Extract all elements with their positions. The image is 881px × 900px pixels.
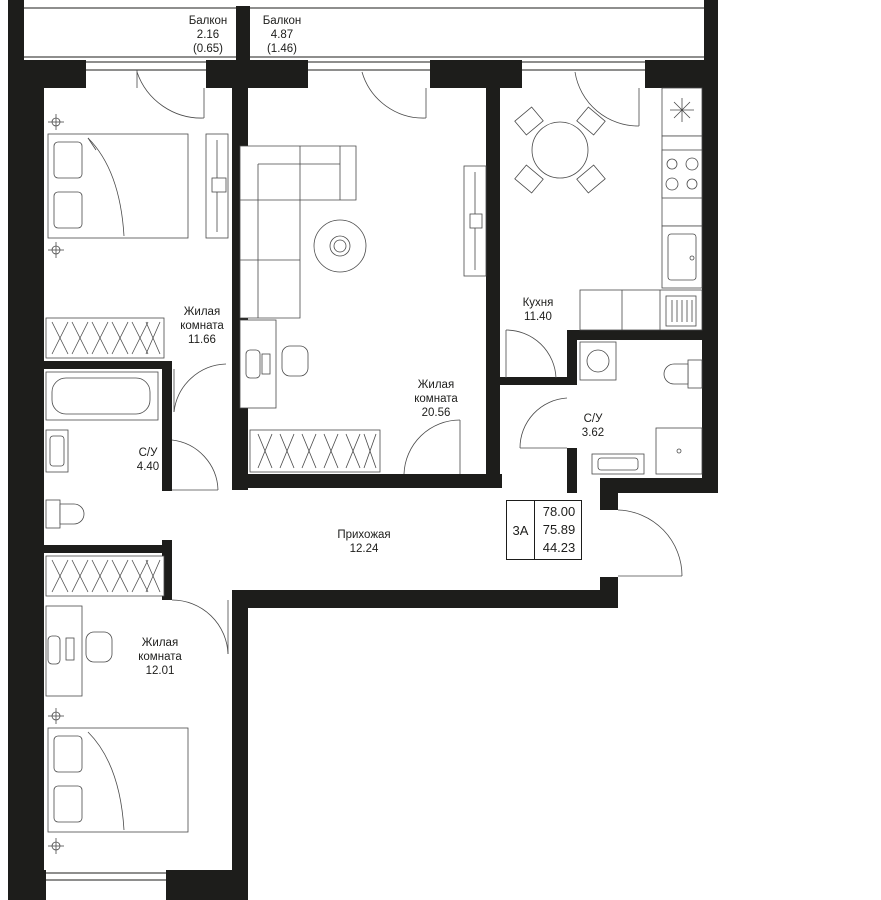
- room-label-hallway: Прихожая 12.24: [337, 529, 391, 555]
- bathtub-icon: [45, 371, 159, 421]
- shower-icon: [655, 427, 703, 475]
- room-label-balcony-right: Балкон 4.87 (1.46): [262, 15, 302, 55]
- toilet-icon: [663, 359, 703, 389]
- windows: [46, 61, 645, 881]
- counter-icon: [579, 289, 703, 331]
- area-with-coef: 75.89: [542, 522, 576, 537]
- room-label-bathroom-right: С/У 3.62: [581, 413, 605, 439]
- wardrobe-icon: [45, 317, 165, 359]
- toilet-icon: [45, 499, 85, 529]
- room-label-bedroom-bottom: Жилая комната 12.01: [138, 637, 182, 677]
- room-label-living-room: Жилая комната 20.56: [414, 379, 458, 419]
- chair-icon: [245, 345, 309, 379]
- apartment-areas: 78.00 75.89 44.23: [537, 503, 581, 557]
- sofa-icon: [239, 145, 357, 319]
- bed-icon: [47, 727, 189, 833]
- table-icon: [45, 605, 83, 697]
- living-area: 44.23: [542, 540, 576, 555]
- crosshair-icon: [48, 708, 64, 854]
- room-label-kitchen: Кухня 11.40: [522, 297, 554, 323]
- room-label-bedroom-top: Жилая комната 11.66: [180, 306, 224, 346]
- door-swing-icon: [136, 70, 683, 655]
- sink-icon: [591, 453, 645, 475]
- balcony-outline: [8, 0, 718, 62]
- apartment-summary: 3А 78.00 75.89 44.23: [506, 500, 582, 560]
- stove-icon: [661, 87, 703, 227]
- sink-icon: [45, 429, 69, 473]
- room-label-bathroom-left: С/У 4.40: [136, 447, 160, 473]
- apartment-type: 3А: [507, 501, 535, 559]
- room-label-balcony-left: Балкон 2.16 (0.65): [188, 15, 228, 55]
- table-icon: [514, 106, 606, 194]
- washer-icon: [579, 341, 617, 381]
- bed-icon: [47, 133, 189, 239]
- chair-icon: [47, 631, 113, 665]
- wardrobe-icon: [45, 555, 165, 597]
- crosshair-icon: [48, 114, 64, 258]
- radiator-icon: [205, 133, 229, 239]
- total-area: 78.00: [542, 504, 576, 519]
- sink-icon: [661, 225, 703, 289]
- wardrobe-icon: [249, 429, 381, 473]
